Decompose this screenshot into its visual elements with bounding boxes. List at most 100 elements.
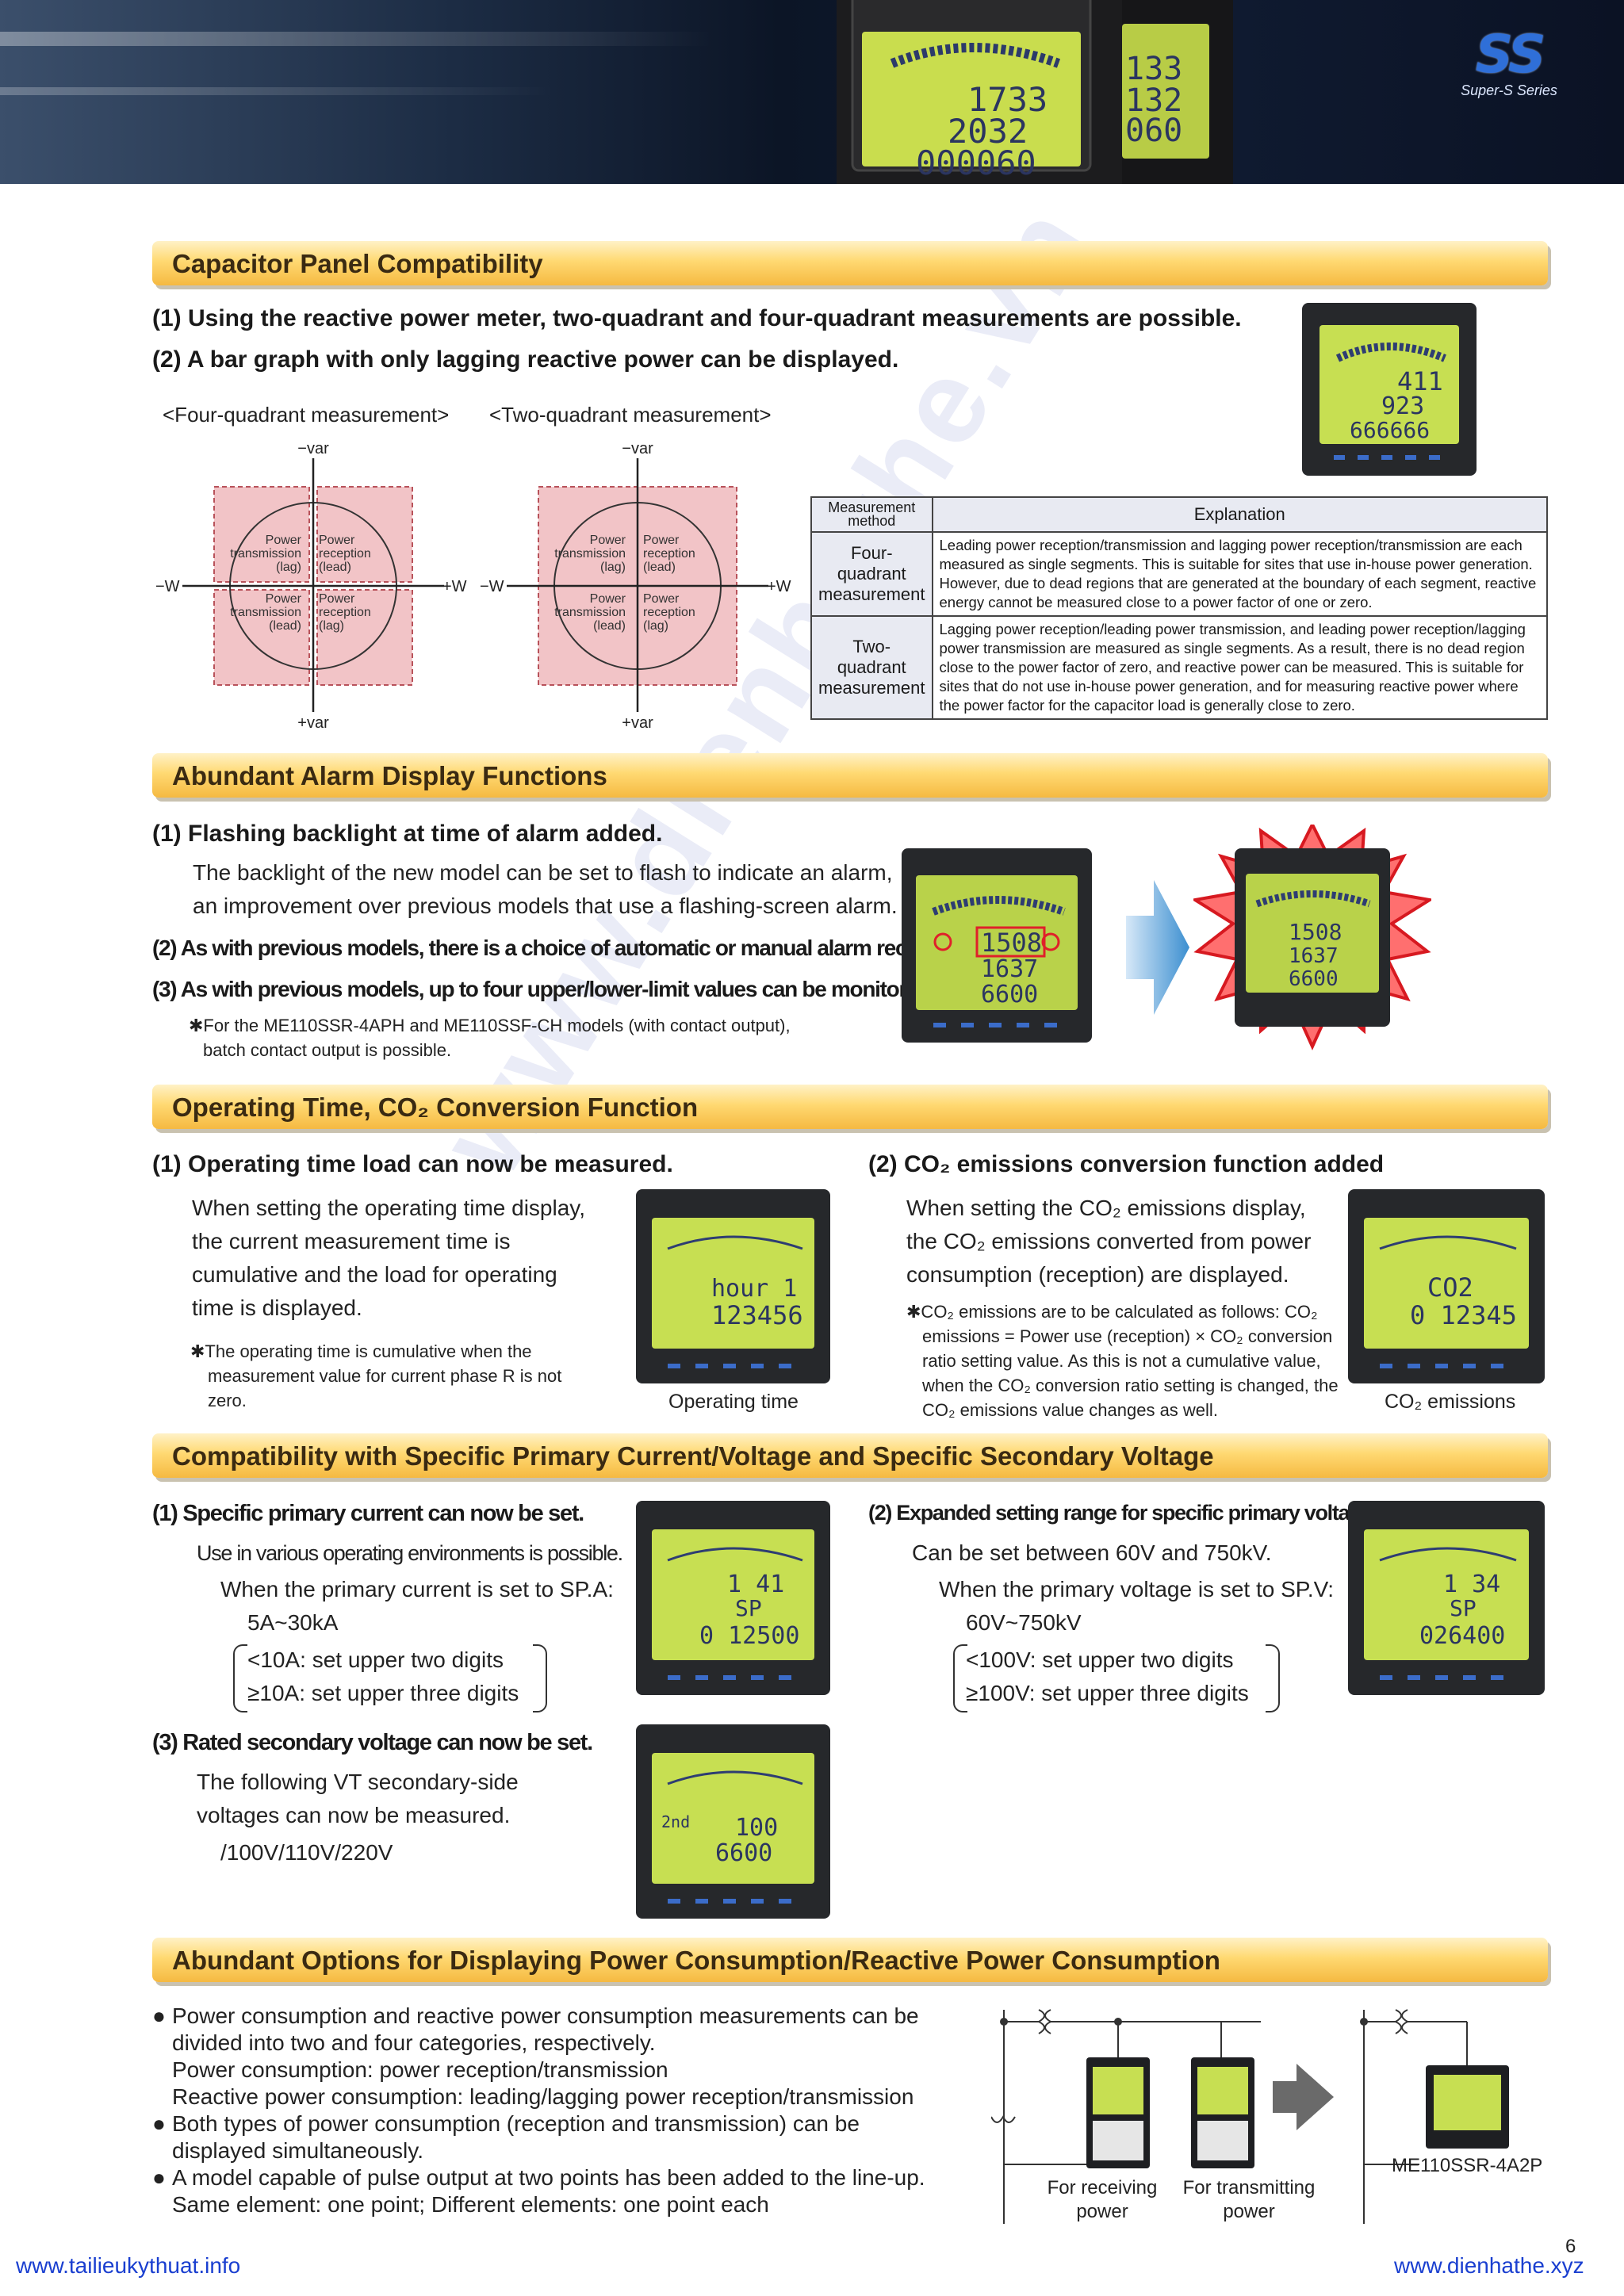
- cap-reading-1: 411: [1397, 366, 1443, 396]
- specific-p3-values: /100V/110V/220V: [220, 1840, 393, 1865]
- q1-line-3: (lag): [276, 561, 301, 574]
- alarm-reading-2-flash: 1637: [1289, 944, 1339, 968]
- header-banner: 1733 2032 000060 133 132 060 SS Super-S …: [0, 0, 1624, 184]
- list-item: ● Power consumption and reactive power c…: [152, 2003, 919, 2109]
- q3-line-1: Power: [266, 592, 302, 606]
- cap-reading-3: 666666: [1350, 417, 1430, 443]
- specific-current-meter: 1 41 SP 0 12500: [636, 1501, 830, 1695]
- page-number: 6: [1565, 2236, 1576, 2257]
- specific-p3-body-2: voltages can now be measured.: [197, 1803, 511, 1827]
- sp-voltage-reading-3: 026400: [1419, 1622, 1505, 1650]
- tq1-line-1: Power: [590, 534, 626, 547]
- co2-left-heading: (1) Operating time load can now be measu…: [152, 1151, 673, 1177]
- co2-right-heading: (2) CO₂ emissions conversion function ad…: [868, 1151, 1385, 1177]
- axis-left-label: −W: [155, 578, 180, 595]
- co2-meter: CO2 0 12345: [1348, 1189, 1545, 1383]
- specific-p1-brace-1: <10A: set upper two digits: [247, 1647, 504, 1672]
- specific-p2-heading: (2) Expanded setting range for specific …: [868, 1501, 1378, 1525]
- axis-right-label-2: +W: [767, 578, 791, 595]
- specific-p2-brace-1: <100V: set upper two digits: [966, 1647, 1234, 1672]
- left-brace: [233, 1644, 247, 1712]
- sec-reading-1: 2nd: [661, 1812, 690, 1831]
- tq3-line-1: Power: [590, 592, 626, 606]
- co2-right-note-4: when the CO₂ conversion ratio setting is…: [922, 1376, 1339, 1395]
- co2-reading-1: CO2: [1427, 1272, 1473, 1303]
- alarm-reading-3: 6600: [981, 981, 1038, 1008]
- sp-current-reading-1: 1 41: [727, 1571, 784, 1598]
- alarm-point-2: (2) As with previous models, there is a …: [152, 936, 965, 960]
- arrow-right-icon: [1126, 880, 1189, 1015]
- tq1-line-2: transmission: [554, 547, 626, 561]
- operating-time-caption: Operating time: [668, 1391, 799, 1413]
- footer-right-link[interactable]: www.dienhathe.xyz: [1394, 2253, 1584, 2278]
- q1-line-2: transmission: [230, 547, 301, 561]
- tq4-line-3: (lag): [643, 619, 668, 633]
- co2-right-body-1: When setting the CO₂ emissions display,: [906, 1196, 1306, 1220]
- capacitor-point-2: (2) A bar graph with only lagging reacti…: [152, 346, 899, 373]
- four-quadrant-diagram: −var +var −W +W Power transmission (lag)…: [155, 440, 467, 732]
- co2-right-note-5: CO₂ emissions value changes as well.: [922, 1400, 1218, 1420]
- tq2-line-3: (lead): [643, 561, 676, 574]
- two-quadrant-diagram: −var +var −W +W Power transmission (lag)…: [480, 440, 791, 732]
- col-method-header: Measurement method: [810, 496, 933, 533]
- right-brace: [533, 1644, 547, 1712]
- footer-left-link[interactable]: www.tailieukythuat.info: [16, 2253, 241, 2278]
- tq1-line-3: (lag): [600, 561, 626, 574]
- axis-left-label-2: −W: [480, 578, 504, 595]
- section-header-specific: Compatibility with Specific Primary Curr…: [152, 1433, 1548, 1478]
- co2-right-body-3: consumption (reception) are displayed.: [906, 1262, 1289, 1287]
- specific-p1-range: 5A~30kA: [247, 1610, 339, 1635]
- q2-line-1: Power: [319, 534, 355, 547]
- alarm-reading-2: 1637: [981, 955, 1038, 983]
- alarm-point-3: (3) As with previous models, up to four …: [152, 977, 936, 1001]
- specific-p3-body-1: The following VT secondary-side: [197, 1770, 519, 1794]
- q1-line-1: Power: [266, 534, 302, 547]
- caption-receiving: For receiving power: [1047, 2177, 1158, 2222]
- banner-meter-photo: 1733 2032 000060: [837, 0, 1122, 184]
- q3-line-2: transmission: [230, 606, 301, 619]
- co2-right-body-2: the CO₂ emissions converted from power: [906, 1229, 1312, 1253]
- co2-left-note-1: ✱The operating time is cumulative when t…: [190, 1341, 532, 1361]
- specific-p1-sub: Use in various operating environments is…: [197, 1541, 623, 1565]
- tq3-line-2: transmission: [554, 606, 626, 619]
- alarm-reading-1-flash: 1508: [1289, 919, 1342, 945]
- list-item: ● Both types of power consumption (recep…: [152, 2111, 860, 2163]
- sp-voltage-reading-1: 1 34: [1443, 1571, 1500, 1598]
- tq3-line-3: (lead): [593, 619, 626, 633]
- cap-reading-2: 923: [1381, 392, 1424, 420]
- caption-transmitting: For transmitting power: [1182, 2177, 1316, 2222]
- measurement-method-table: Measurement method Explanation Four-quad…: [810, 496, 1548, 720]
- specific-voltage-meter: 1 34 SP 026400: [1348, 1501, 1545, 1695]
- co2-left-note-3: zero.: [208, 1391, 247, 1410]
- co2-left-note-2: measurement value for current phase R is…: [208, 1366, 562, 1386]
- specific-p2-range: 60V~750kV: [966, 1610, 1082, 1635]
- specific-p1-brace-2: ≥10A: set upper three digits: [247, 1681, 519, 1705]
- alarm-note-line-2: batch contact output is possible.: [203, 1040, 452, 1060]
- super-s-logo: SS Super-S Series: [1461, 24, 1557, 99]
- co2-reading-2: 0 12345: [1410, 1300, 1517, 1330]
- sec-reading-2: 100: [735, 1814, 778, 1842]
- four-quadrant-title: <Four-quadrant measurement>: [163, 403, 450, 427]
- alarm-reading-3-flash: 6600: [1289, 967, 1339, 991]
- sp-voltage-reading-2: SP: [1450, 1595, 1477, 1621]
- specific-p3-heading: (3) Rated secondary voltage can now be s…: [152, 1730, 593, 1755]
- banner-reading-6: 060: [1125, 113, 1182, 149]
- q2-line-3: (lead): [319, 561, 351, 574]
- tq2-line-1: Power: [643, 534, 680, 547]
- banner-reading-5: 132: [1125, 82, 1182, 119]
- co2-left-body-3: cumulative and the load for operating: [192, 1262, 557, 1287]
- bullet-icon: ●: [152, 2165, 166, 2190]
- specific-p1-heading: (1) Specific primary current can now be …: [152, 1501, 584, 1526]
- alarm-body-line-2: an improvement over previous models that…: [193, 894, 898, 918]
- section-header-co2: Operating Time, CO₂ Conversion Function: [152, 1085, 1548, 1129]
- co2-left-body-1: When setting the operating time display,: [192, 1196, 585, 1220]
- specific-p2-brace-2: ≥100V: set upper three digits: [966, 1681, 1249, 1705]
- specific-p2-sub: Can be set between 60V and 750kV.: [912, 1540, 1272, 1565]
- col-explanation-header: Explanation: [931, 496, 1548, 533]
- secondary-voltage-meter: 2nd 100 6600: [636, 1724, 830, 1919]
- alarm-meter-normal: 1508 1637 6600: [902, 848, 1092, 1043]
- explanation-cell: Leading power reception/transmission and…: [931, 531, 1548, 617]
- method-cell: Four-quadrant measurement: [810, 531, 933, 617]
- banner-reading-1: 1733: [967, 80, 1048, 119]
- co2-caption: CO₂ emissions: [1385, 1391, 1516, 1413]
